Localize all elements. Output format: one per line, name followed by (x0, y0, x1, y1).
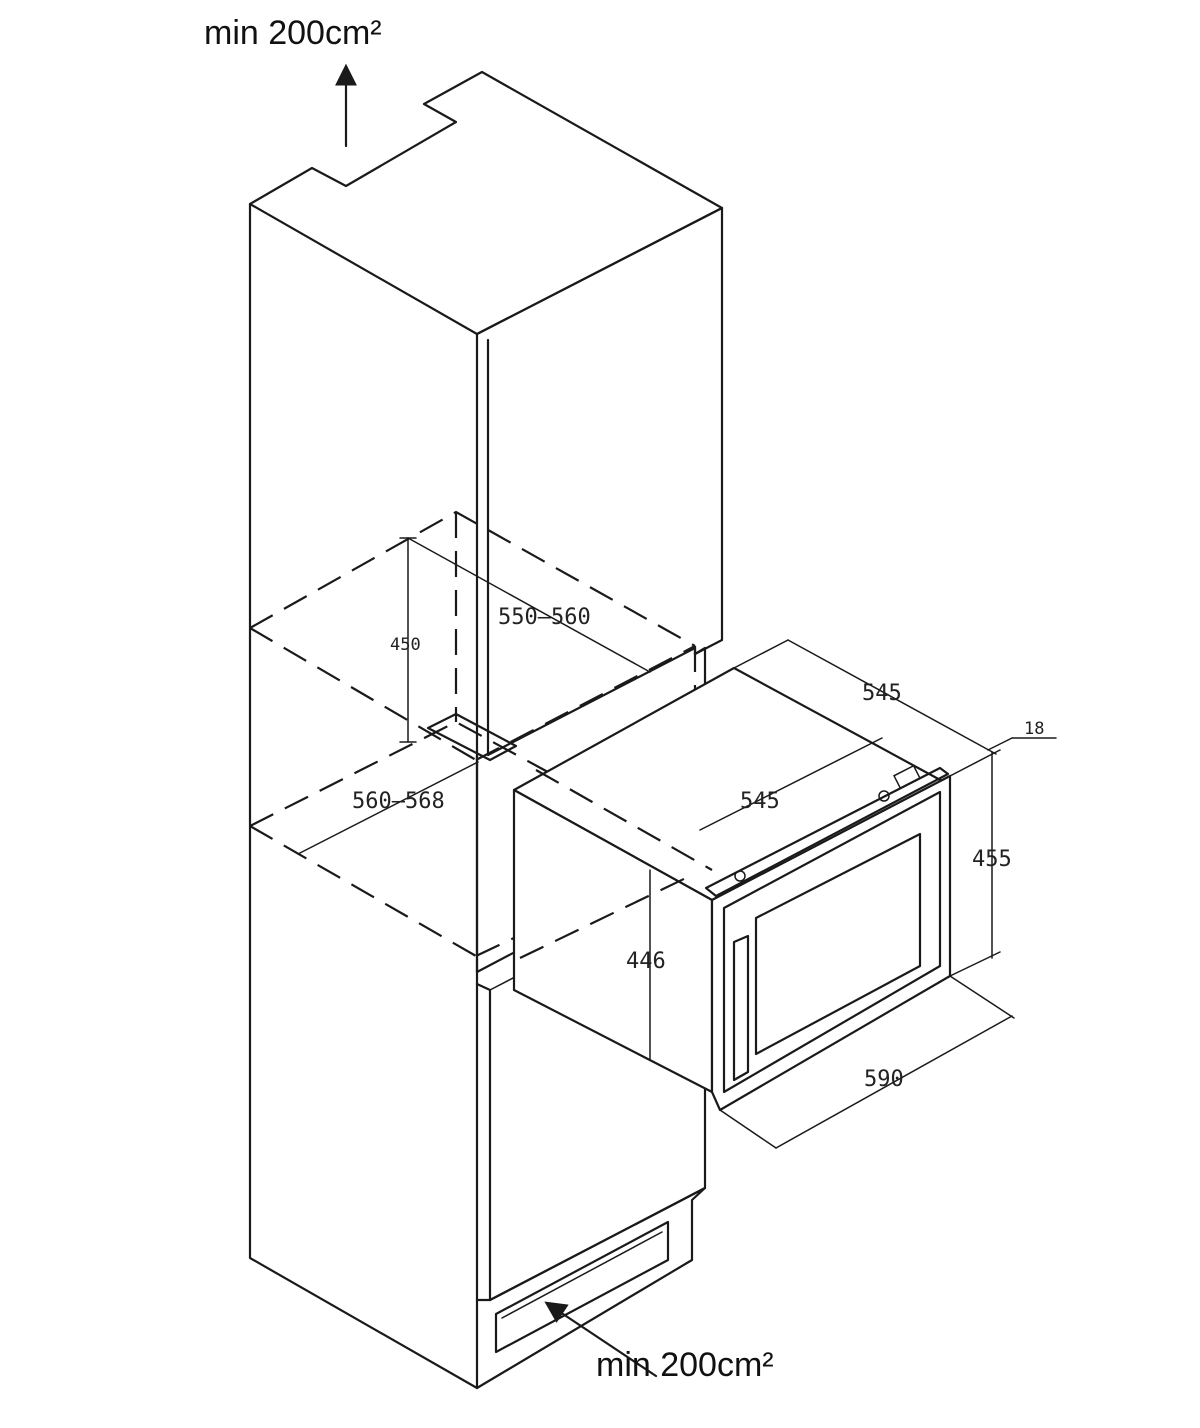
plinth-vent-grille (494, 1220, 670, 1354)
bottom-vent-arrow (544, 1301, 658, 1378)
cabinet-plinth (475, 1186, 707, 1390)
appliance-door-glass-outer (722, 790, 942, 1094)
cabinet-top-face (248, 70, 724, 336)
niche-rear-slot (426, 712, 518, 762)
dim-niche-height: 450 (390, 635, 421, 655)
dim-front-thickness: 18 (1024, 719, 1044, 739)
dim-niche-depth: 550–560 (498, 605, 591, 630)
door-handle (732, 934, 750, 1082)
dim-appliance-height-front: 455 (972, 847, 1012, 872)
dim-appliance-depth-side: 545 (740, 789, 780, 814)
dimension-lines (297, 537, 1057, 1149)
appliance (512, 666, 952, 1112)
bottom-vent-label: min 200cm² (596, 1346, 774, 1384)
dim-appliance-height-body: 446 (626, 949, 666, 974)
appliance-door-frame (710, 774, 952, 1112)
appliance-door-glass (754, 832, 922, 1056)
dim-niche-width: 560–568 (352, 789, 445, 814)
appliance-top-trim (704, 766, 950, 898)
cabinet-upper-door (475, 206, 724, 757)
dim-appliance-width: 590 (864, 1067, 904, 1092)
top-vent-label: min 200cm² (204, 14, 382, 52)
dim-appliance-depth-top: 545 (862, 681, 902, 706)
